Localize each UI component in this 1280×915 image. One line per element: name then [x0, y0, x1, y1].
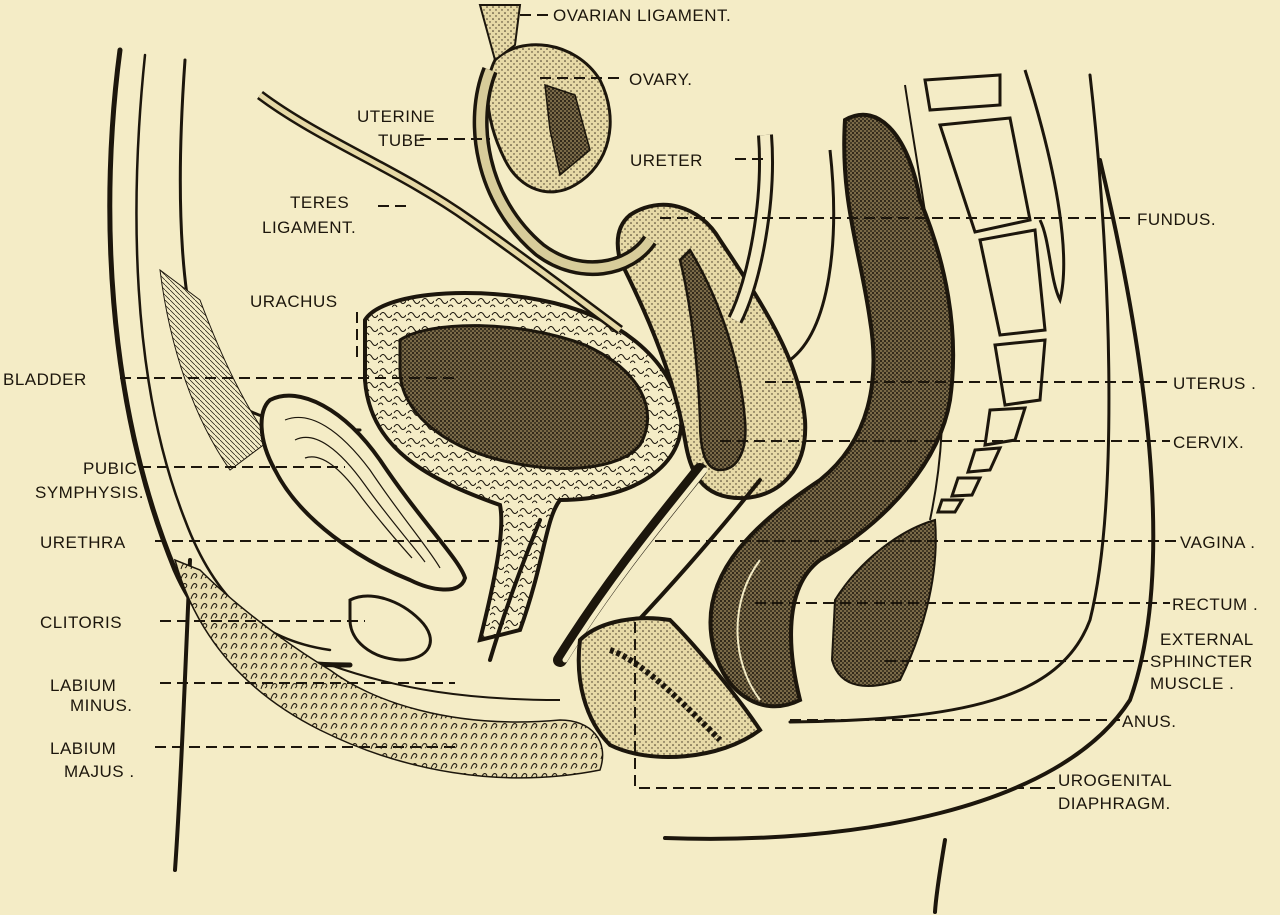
- peritoneum: [790, 150, 834, 360]
- label-fundus: FUNDUS.: [1137, 210, 1216, 229]
- label-ext-sphincter-2: SPHINCTER: [1150, 652, 1253, 671]
- label-labium-majus-1: LABIUM: [50, 739, 116, 758]
- label-uterine-tube-1: UTERINE: [357, 107, 435, 126]
- label-clitoris: CLITORIS: [40, 613, 122, 632]
- label-bladder: BLADDER: [3, 370, 87, 389]
- label-labium-minus-2: MINUS.: [70, 696, 133, 715]
- label-vagina: VAGINA .: [1180, 533, 1256, 552]
- labia-shape: [175, 560, 603, 778]
- label-cervix: CERVIX.: [1173, 433, 1244, 452]
- label-urachus: URACHUS: [250, 292, 338, 311]
- label-labium-minus-1: LABIUM: [50, 676, 116, 695]
- bladder-shape: [365, 293, 681, 640]
- label-urethra: URETHRA: [40, 533, 126, 552]
- label-urogenital-2: DIAPHRAGM.: [1058, 794, 1171, 813]
- label-ext-sphincter-1: EXTERNAL: [1160, 630, 1254, 649]
- label-urogenital-1: UROGENITAL: [1058, 771, 1172, 790]
- label-rectum: RECTUM .: [1172, 595, 1258, 614]
- label-anus: ANUS.: [1122, 712, 1176, 731]
- label-teres-2: LIGAMENT.: [262, 218, 356, 237]
- label-ext-sphincter-3: MUSCLE .: [1150, 674, 1234, 693]
- label-teres-1: TERES: [290, 193, 349, 212]
- label-pubic-1: PUBIC: [83, 459, 137, 478]
- ovary-shape: [488, 45, 611, 192]
- label-ureter: URETER: [630, 151, 703, 170]
- label-uterus: UTERUS .: [1173, 374, 1256, 393]
- label-pubic-2: SYMPHYSIS.: [35, 483, 144, 502]
- label-ovarian-ligament: OVARIAN LIGAMENT.: [553, 6, 731, 25]
- label-labium-majus-2: MAJUS .: [64, 762, 135, 781]
- label-uterine-tube-2: TUBE: [378, 131, 425, 150]
- label-ovary: OVARY.: [629, 70, 692, 89]
